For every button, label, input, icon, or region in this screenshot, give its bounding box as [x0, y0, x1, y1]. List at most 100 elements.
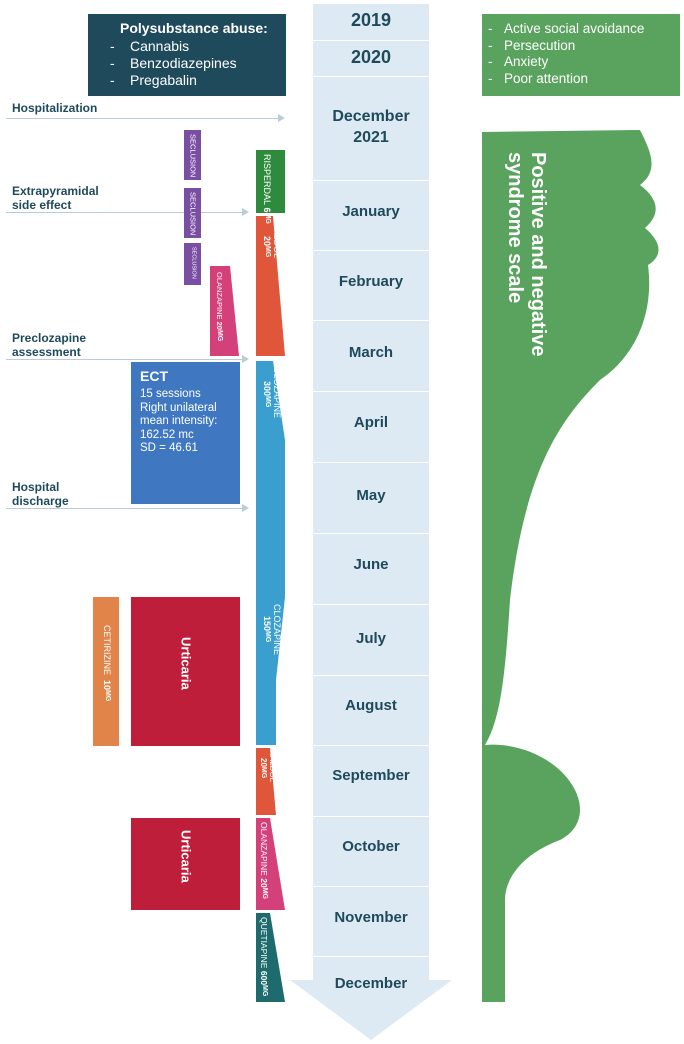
drug-dose: 6	[262, 207, 272, 213]
month-february: February	[338, 273, 404, 290]
drug-name: CETIRIZINE	[102, 625, 112, 676]
ect-line: 162.52 mc	[140, 428, 194, 441]
drug-unit: MG	[264, 396, 271, 408]
drug-unit: MG	[261, 985, 268, 997]
arrow-line	[6, 118, 278, 119]
month-october: October	[342, 838, 400, 855]
arrow-head-icon	[278, 114, 285, 122]
event-hospital-discharge: Hospital discharge	[12, 480, 69, 508]
haldol1-label: HALDOL 20MG	[262, 222, 282, 258]
clozapine1-shape	[256, 361, 285, 597]
drug-dose: 20	[262, 236, 272, 247]
seclusion-box: SECLUSION	[184, 130, 201, 180]
month-july: July	[355, 630, 386, 647]
ect-line: SD = 46.61	[140, 442, 198, 454]
ect-details: 15 sessions Right unilateral mean intens…	[131, 384, 240, 456]
month-march: March	[348, 344, 394, 361]
month-december-2021: December 2021	[332, 108, 410, 146]
symptoms-box: Active social avoidance Persecution Anxi…	[482, 14, 680, 96]
clozapine2-label: CLOZAPINE 150MG	[262, 604, 282, 655]
list-item: Persecution	[482, 38, 680, 55]
seclusion-label: SECLUSION	[190, 247, 197, 279]
month-december: December	[334, 975, 408, 992]
year-2019: 2019	[350, 10, 392, 30]
drug-unit: MG	[264, 212, 271, 224]
month-november: November	[334, 909, 408, 926]
drug-name: HALDOL	[272, 222, 282, 259]
drug-dose: 20	[259, 758, 268, 767]
seclusion-box: SECLUSION	[184, 188, 201, 238]
ect-title: ECT	[140, 368, 168, 384]
drug-dose: 20	[215, 321, 224, 330]
drug-unit: MG	[216, 329, 223, 342]
clozapine1-label: CLOZAPINE 300MG	[262, 367, 282, 418]
arrow-line	[6, 508, 242, 509]
risperdal-shape	[256, 150, 285, 213]
drug-name: HALDOL	[268, 750, 277, 783]
drug-dose: 10	[102, 680, 112, 691]
list-item: Active social avoidance	[482, 21, 680, 38]
panss-curve	[482, 130, 659, 1002]
haldol1-shape	[256, 216, 285, 356]
month-may: May	[356, 487, 386, 504]
polysubstance-title: Polysubstance abuse:	[120, 20, 268, 36]
drug-unit: MG	[261, 887, 268, 899]
drug-unit: MG	[264, 246, 271, 258]
drug-unit: MG	[260, 766, 267, 779]
olanzapine1-label: OLANZAPINE 20MG	[215, 272, 224, 341]
drug-dose: 150	[262, 616, 272, 632]
arrow-head-icon	[242, 355, 249, 363]
arrow-line	[6, 212, 242, 213]
ect-line: 15 sessions	[140, 388, 201, 400]
polysubstance-box: Polysubstance abuse: Cannabis Benzodiaze…	[88, 14, 286, 96]
olanzapine2-shape	[256, 818, 285, 910]
ect-line: Right unilateral	[140, 401, 217, 414]
risperdal-label: RISPERDAL 6MG	[262, 154, 272, 224]
urticaria-label: Urticaria	[178, 830, 194, 883]
event-hospitalization: Hospitalization	[12, 101, 98, 115]
year-2020: 2020	[350, 47, 392, 67]
arrow-line	[6, 359, 242, 360]
urticaria-box: Urticaria	[131, 818, 240, 910]
symptoms-list: Active social avoidance Persecution Anxi…	[482, 14, 680, 87]
month-june: June	[353, 556, 389, 573]
drug-name: RISPERDAL	[262, 154, 272, 206]
urticaria-label: Urticaria	[178, 637, 194, 690]
arrow-head-icon	[242, 504, 249, 512]
cetirizine-box: CETIRIZINE 10MG	[93, 597, 119, 746]
urticaria-box: Urticaria	[131, 597, 240, 746]
haldol2-label: HALDOL 20MG	[259, 750, 277, 782]
list-item: Cannabis	[104, 38, 286, 55]
list-item: Benzodiazepines	[104, 55, 286, 72]
drug-dose: 20	[259, 878, 269, 888]
clozapine2-shape	[256, 597, 285, 745]
drug-name: CLOZAPINE	[272, 367, 282, 419]
drug-name: CLOZAPINE	[272, 604, 282, 656]
polysubstance-list: Cannabis Benzodiazepines Pregabalin	[104, 38, 286, 89]
haldol2-shape	[256, 748, 276, 815]
drug-name: OLANZAPINE	[215, 272, 224, 320]
olanzapine2-label: OLANZAPINE 20MG	[259, 822, 269, 899]
drug-name: QUETIAPINE	[259, 917, 269, 969]
event-preclozapine: Preclozapine assessment	[12, 331, 87, 359]
event-extrapyramidal: Extrapyramidal side effect	[12, 184, 99, 212]
cetirizine-label: CETIRIZINE 10MG	[100, 625, 112, 701]
month-april: April	[353, 414, 389, 431]
arrow-head-icon	[242, 208, 249, 216]
list-item: Poor attention	[482, 71, 680, 88]
quetiapine-label: QUETIAPINE 600MG	[259, 917, 269, 996]
month-august: August	[345, 697, 397, 714]
seclusion-box: SECLUSION	[184, 243, 201, 285]
drug-unit: MG	[104, 690, 111, 702]
ect-line: mean intensity:	[140, 415, 218, 427]
seclusion-label: SECLUSION	[188, 192, 198, 236]
ect-box: ECT 15 sessions Right unilateral mean in…	[131, 362, 240, 504]
drug-dose: 600	[259, 970, 269, 986]
month-september: September	[332, 767, 410, 784]
olanzapine1-shape	[210, 266, 239, 356]
drug-name: OLANZAPINE	[259, 822, 269, 876]
panss-label: Positive and negative syndrome scale	[504, 152, 549, 357]
list-item: Pregabalin	[104, 72, 286, 89]
drug-dose: 300	[262, 381, 272, 397]
